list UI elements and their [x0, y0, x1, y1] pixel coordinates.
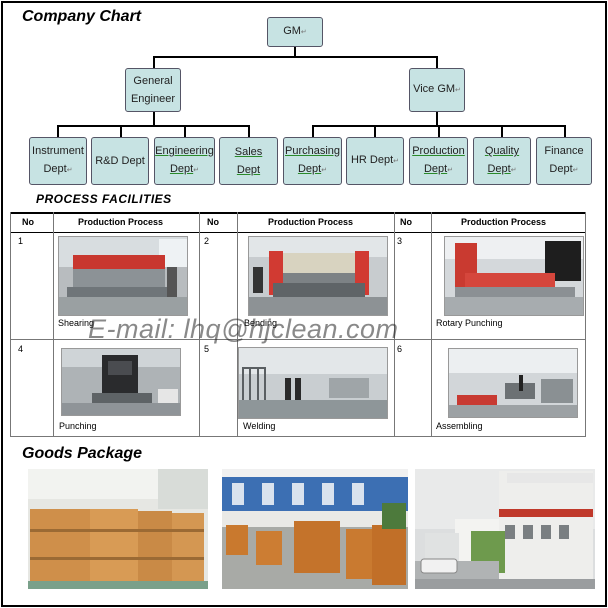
table-border-top: [10, 212, 586, 214]
process-no-6: 6: [397, 344, 403, 354]
process-table: No Production Process No Production Proc…: [10, 212, 586, 438]
connector-drop-production: [438, 125, 440, 138]
connector-vgm-down: [436, 112, 438, 126]
rotary-punching-photo: [444, 236, 584, 316]
table-col-line-1: [53, 212, 54, 437]
connector-drop-quality: [501, 125, 503, 138]
header-no-2: No: [207, 217, 219, 227]
header-no-3: No: [400, 217, 412, 227]
table-border-bottom: [10, 436, 586, 437]
process-no-5: 5: [204, 344, 210, 354]
connector-ge-up: [153, 56, 155, 69]
goods-package-photo-1: [28, 469, 208, 589]
table-border-left: [10, 212, 11, 437]
header-process-1: Production Process: [78, 217, 164, 227]
process-caption-4: Punching: [59, 421, 97, 431]
process-facilities-title: PROCESS FACILITIES: [36, 192, 172, 206]
connector-drop-sales: [248, 125, 250, 138]
connector-level1-bar: [153, 56, 438, 58]
connector-vgm-up: [436, 56, 438, 69]
connector-drop-engineering: [184, 125, 186, 138]
org-node-sales-dept: Sales Dept: [219, 137, 278, 185]
shearing-photo: [58, 236, 188, 316]
table-col-line-4: [394, 212, 395, 437]
org-node-gm: GM↵: [267, 17, 323, 47]
header-no-1: No: [22, 217, 34, 227]
process-caption-3: Rotary Punching: [436, 318, 503, 328]
goods-package-photo-3: [415, 469, 595, 589]
assembling-photo: [448, 348, 578, 418]
table-col-line-3: [237, 212, 238, 437]
table-border-right: [585, 212, 586, 437]
process-no-1: 1: [18, 236, 24, 246]
connector-gm-down: [294, 47, 296, 57]
table-col-line-2: [199, 212, 200, 437]
bending-photo: [248, 236, 388, 316]
process-caption-5: Welding: [243, 421, 276, 431]
connector-drop-rd: [120, 125, 122, 138]
table-col-line-5: [431, 212, 432, 437]
connector-drop-hr: [374, 125, 376, 138]
connector-left-bar: [57, 125, 250, 127]
header-process-3: Production Process: [461, 217, 547, 227]
org-node-hr-dept: HR Dept↵: [346, 137, 404, 185]
welding-photo: [238, 347, 388, 419]
process-caption-1: Shearing: [58, 318, 95, 328]
process-no-4: 4: [18, 344, 24, 354]
org-node-rd-dept: R&D Dept: [91, 137, 149, 185]
connector-ge-down: [153, 112, 155, 126]
punching-photo: [61, 348, 181, 416]
goods-package-photo-2: [222, 469, 408, 589]
connector-drop-instrument: [57, 125, 59, 138]
process-no-2: 2: [204, 236, 210, 246]
email-watermark: E-mail: lhq@hjclean.com: [88, 314, 399, 344]
table-border-row-divider: [10, 339, 586, 340]
goods-package-title: Goods Package: [22, 445, 143, 462]
connector-drop-purchasing: [312, 125, 314, 138]
header-process-2: Production Process: [268, 217, 354, 227]
process-caption-6: Assembling: [436, 421, 483, 431]
org-node-vice-gm: Vice GM↵: [409, 68, 465, 112]
connector-drop-finance: [564, 125, 566, 138]
table-border-header-bottom: [10, 232, 586, 233]
process-caption-2: Bending: [244, 318, 278, 328]
process-no-3: 3: [397, 236, 403, 246]
company-chart-title: Company Chart: [22, 8, 142, 25]
